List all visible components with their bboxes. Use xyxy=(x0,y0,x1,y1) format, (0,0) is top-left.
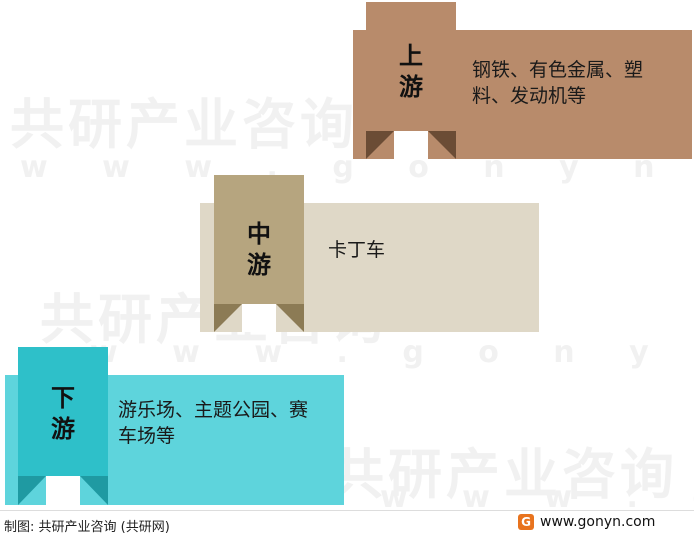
watermark-brand: 共研产业咨询 xyxy=(330,443,678,506)
tier-tab-gap xyxy=(46,476,80,505)
tier-tab-notch xyxy=(80,476,108,505)
tier-tab-notch xyxy=(276,304,304,332)
tier-tab xyxy=(18,347,108,476)
tier-description: 卡丁车 xyxy=(328,239,386,261)
watermark-brand: 共研产业咨询 xyxy=(10,93,358,156)
tier-tab-notch xyxy=(214,304,242,332)
tier-tab xyxy=(214,175,304,304)
tier-tab xyxy=(366,2,456,131)
watermark-url: w w w . g o n y n . c o m xyxy=(90,335,694,370)
footer-site[interactable]: G www.gonyn.com xyxy=(518,514,655,530)
tier-tab-notch xyxy=(366,131,394,159)
gonyn-logo-icon: G xyxy=(518,514,534,530)
tier-tab-notch xyxy=(18,476,46,505)
tier-tab-gap xyxy=(242,304,276,332)
footer-source: 制图: 共研产业咨询 (共研网) xyxy=(4,520,170,535)
footer-site-url[interactable]: www.gonyn.com xyxy=(540,514,656,530)
tier-description: 游乐场、主题公园、赛 车场等 xyxy=(118,399,309,447)
tier-label: 下 游 xyxy=(51,384,75,443)
tier-tab-notch xyxy=(428,131,456,159)
tier-description: 钢铁、有色金属、塑 料、发动机等 xyxy=(472,59,644,107)
footer-divider xyxy=(0,510,694,511)
tier-label: 上 游 xyxy=(399,42,423,101)
tier-label: 中 游 xyxy=(247,220,271,279)
tier-tab-gap xyxy=(394,131,428,159)
